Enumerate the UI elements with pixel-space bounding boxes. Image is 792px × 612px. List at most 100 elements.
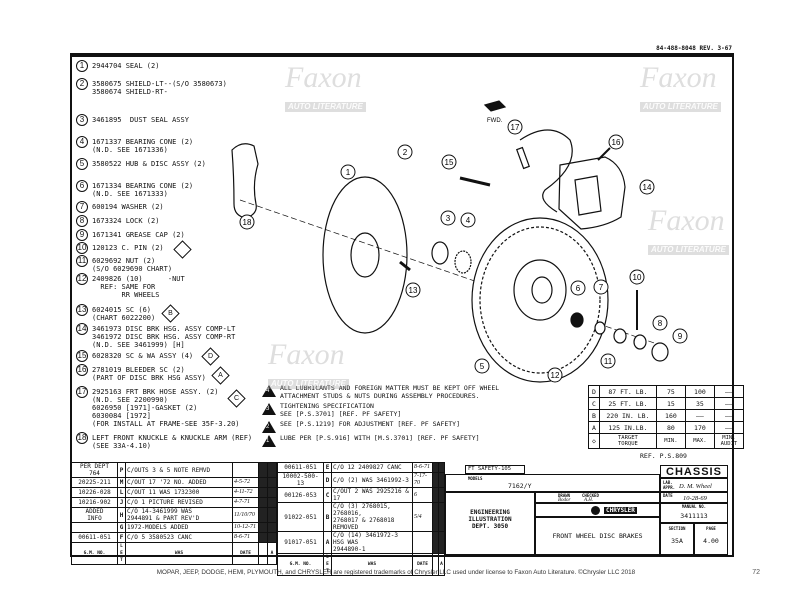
date-label: DATE <box>663 493 673 498</box>
revision-description: C/O 1 PICTURE REVISED <box>125 497 233 508</box>
revision-description: C/OUTS 3 & 5 NOTE REMVD <box>125 462 233 478</box>
company-row: CHRYSLER <box>535 503 660 517</box>
revision-date: 8-6-71 <box>232 532 259 543</box>
bearing-shape <box>431 241 449 265</box>
callout-label: 10 <box>633 273 642 282</box>
revision-letter: E <box>323 462 332 473</box>
callout-number: 16 <box>76 364 88 376</box>
watermark-brand: Faxon <box>640 61 717 94</box>
torque-audit: —— <box>713 421 744 434</box>
callout-number: 9 <box>76 229 88 241</box>
revision-date: 6 <box>412 487 433 503</box>
torque-min: 75 <box>655 385 686 398</box>
callout-number: 15 <box>76 350 88 362</box>
revision-description: C/O 12 2409827 CANC <box>331 462 413 473</box>
drawing-callout: 10 <box>629 269 645 285</box>
diamond-letter: B <box>168 310 173 317</box>
revision-description: C/O 5 3580523 CANC <box>125 532 233 543</box>
drawing-callout: 16 <box>608 134 624 150</box>
revision-initials <box>258 507 268 523</box>
callout-label: 9 <box>678 332 683 341</box>
revision-gm-number: 10216-902 <box>71 497 118 508</box>
revision-date: 4-11-72 <box>232 487 259 498</box>
models-value: 7162/Y <box>508 482 532 490</box>
note-number: 1 <box>266 438 270 444</box>
diamond-letter: D <box>207 353 214 360</box>
revision-letter: J <box>117 497 126 508</box>
revision-header-a: A <box>267 542 277 565</box>
forward-label: FWD. <box>487 118 503 124</box>
revision-initials <box>438 462 445 473</box>
warning-triangle-icon: 2 <box>262 421 276 433</box>
watermark-sub: AUTO LITERATURE <box>640 102 721 112</box>
drawing-callout: 11 <box>600 353 616 369</box>
approval-label: LAB. APPR. <box>663 480 676 490</box>
revision-header-let: LET <box>117 542 126 565</box>
note-text: SEE [P.S.1219] FOR ADJUSTMENT [REF. PF S… <box>280 420 461 428</box>
callout-label: 11 <box>604 357 613 366</box>
bearing-shape <box>454 250 472 274</box>
date-value: 10-28-69 <box>683 495 707 502</box>
part-description: 1671337 BEARING CONE (2) (N.D. SEE 16713… <box>92 138 194 154</box>
torque-max: —— <box>684 409 715 422</box>
callout-number: 13 <box>76 304 88 316</box>
torque-audit: —— <box>713 385 744 398</box>
drawing-title: FRONT WHEEL DISC BRAKES <box>535 517 660 555</box>
diamond-letter: A <box>218 372 223 379</box>
warning-triangle-icon: 1 <box>262 435 276 447</box>
torque-header-max: MAX. <box>684 433 715 449</box>
note-text: LUBE PER [P.S.916] WITH [M.S.3701] [REF.… <box>280 434 480 442</box>
revision-initials <box>258 522 268 533</box>
revision-description: C/OUT 17 '72 NO. ADDED <box>125 477 233 488</box>
watermark-sub: AUTO LITERATURE <box>285 102 366 112</box>
torque-torque: 25 FT. LB. <box>598 397 657 410</box>
callout-label: 4 <box>466 216 471 225</box>
revision-initials <box>267 507 277 523</box>
revision-initials <box>267 487 277 498</box>
note-item: 1 LUBE PER [P.S.916] WITH [M.S.3701] [REF… <box>262 434 480 447</box>
torque-k: B <box>588 409 600 422</box>
callout-number: 2 <box>76 78 88 90</box>
drawn-label: DRAWN <box>558 493 571 498</box>
callout-number: 8 <box>76 215 88 227</box>
drawing-callout: 2 <box>397 144 413 160</box>
drawing-frame <box>70 55 734 555</box>
drawing-callout: 14 <box>639 179 655 195</box>
note-item: 2 SEE [P.S.1219] FOR ADJUSTMENT [REF. PF … <box>262 420 461 433</box>
callout-label: 17 <box>511 123 520 132</box>
torque-k: D <box>588 385 600 398</box>
note-number: 4 <box>266 388 270 394</box>
part-description: 6029692 NUT (2) (S/O 6029690 CHART) <box>92 257 173 273</box>
caliper-shape <box>558 156 626 230</box>
callout-number: 7 <box>76 201 88 213</box>
border-top <box>70 53 734 55</box>
watermark-sub: AUTO LITERATURE <box>648 245 729 255</box>
drawing-callout: 18 <box>239 214 255 230</box>
callout-number: 10 <box>76 242 88 254</box>
border-bottom <box>70 555 734 557</box>
revision-description: 1972-MODELS ADDED <box>125 522 233 533</box>
callout-number: 1 <box>76 60 88 72</box>
drawn-checked-row: DRAWN Bodor CHECKED A.H. <box>535 492 660 503</box>
part-description: 2409826 (10) -NUT REF: SAME FOR RR WHEEL… <box>92 275 185 299</box>
torque-min: 160 <box>655 409 686 422</box>
